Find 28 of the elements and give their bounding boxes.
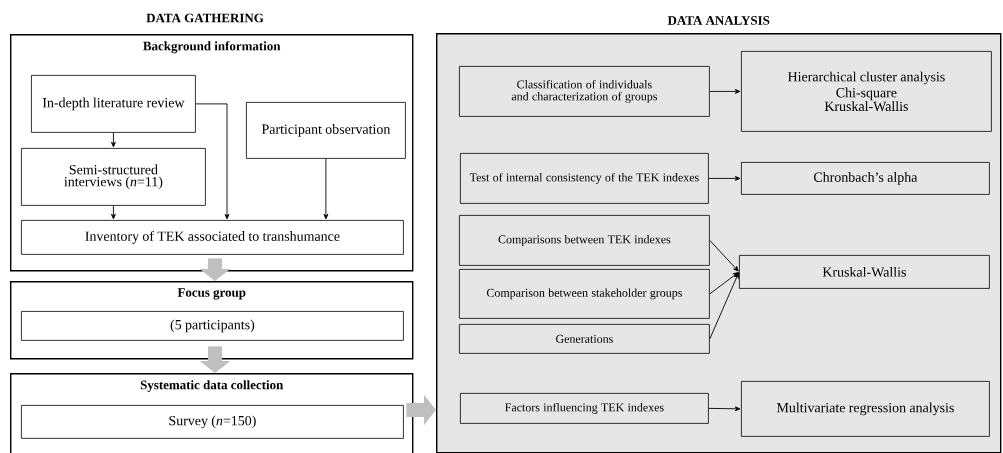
node-label: DATA ANALYSIS <box>667 16 770 25</box>
process-box: Survey (n=150) <box>21 405 404 439</box>
process-box: Classification of individuals and characterization of groups <box>459 66 710 117</box>
arrow <box>708 176 741 181</box>
process-box: Hierarchical cluster analysis Chi-square Kruskal-Wallis <box>741 51 992 132</box>
arrow <box>111 205 116 220</box>
arrow <box>709 272 739 295</box>
process-box: Chronbach’s alpha <box>741 162 990 195</box>
process-box: Comparison between stakeholder groups <box>459 269 710 319</box>
process-box: Participant observation <box>246 102 406 159</box>
process-box: Comparisons between TEK indexes <box>459 215 710 266</box>
process-box: Inventory of TEK associated to transhumance <box>21 220 404 255</box>
arrow <box>709 239 739 272</box>
process-box: Factors influencing TEK indexes <box>460 393 709 424</box>
process-box: Test of internal consistency of the TEK indexes <box>460 153 709 204</box>
process-box: Multivariate regression analysis <box>741 381 990 437</box>
process-box: Semi-structured interviews (n=11) <box>21 148 206 206</box>
section-heading: DATA GATHERING <box>146 13 264 23</box>
arrow <box>195 103 230 220</box>
arrow <box>111 132 116 148</box>
arrow <box>323 158 329 220</box>
arrow <box>709 272 739 340</box>
arrow <box>709 89 741 94</box>
process-box: (5 participants) <box>21 311 404 341</box>
arrow <box>708 406 741 412</box>
process-box: In-depth literature review <box>31 75 196 133</box>
process-box: Generations <box>459 324 710 354</box>
process-box: Kruskal-Wallis <box>739 255 990 289</box>
